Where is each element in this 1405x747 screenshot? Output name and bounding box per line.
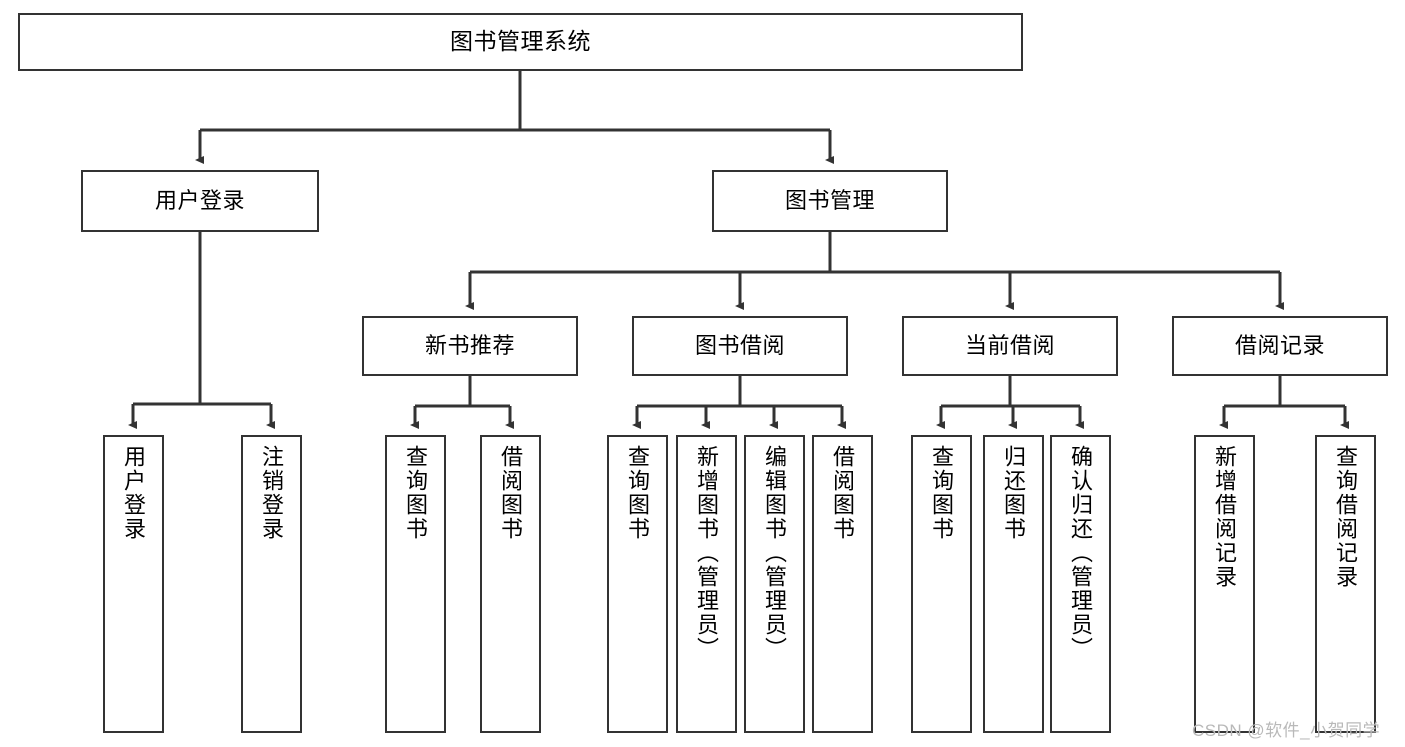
leaf-confirm-return[interactable]: 确认归还（管理员）	[1050, 435, 1111, 733]
leaf-return-book-label: 归还图书	[1001, 445, 1027, 541]
leaf-add-borrow-record[interactable]: 新增借阅记录	[1194, 435, 1255, 733]
node-user-login-label: 用户登录	[154, 188, 245, 214]
node-book-manage[interactable]: 图书管理	[712, 170, 948, 232]
leaf-logout[interactable]: 注销登录	[241, 435, 302, 733]
leaf-query-book-borrow-label: 查询图书	[625, 445, 651, 541]
leaf-borrow-book-recommend[interactable]: 借阅图书	[480, 435, 541, 733]
watermark: CSDN @软件_小贺同学	[1192, 721, 1381, 740]
leaf-edit-book[interactable]: 编辑图书（管理员）	[744, 435, 805, 733]
leaf-add-book[interactable]: 新增图书（管理员）	[676, 435, 737, 733]
leaf-add-borrow-record-label: 新增借阅记录	[1212, 445, 1238, 589]
leaf-user-login-label: 用户登录	[121, 445, 147, 541]
leaf-borrow-book[interactable]: 借阅图书	[812, 435, 873, 733]
node-root-label: 图书管理系统	[450, 28, 591, 55]
leaf-query-book-current-label: 查询图书	[929, 445, 955, 541]
node-root[interactable]: 图书管理系统	[18, 13, 1023, 71]
leaf-return-book[interactable]: 归还图书	[983, 435, 1044, 733]
node-book-borrow-label: 图书借阅	[694, 333, 785, 359]
leaf-borrow-book-label: 借阅图书	[830, 445, 856, 541]
node-new-book-recommend-label: 新书推荐	[424, 333, 515, 359]
leaf-user-login[interactable]: 用户登录	[103, 435, 164, 733]
node-new-book-recommend[interactable]: 新书推荐	[362, 316, 578, 376]
leaf-query-book-recommend-label: 查询图书	[403, 445, 429, 541]
leaf-add-book-label: 新增图书（管理员）	[694, 445, 720, 661]
leaf-confirm-return-label: 确认归还（管理员）	[1068, 445, 1094, 661]
leaf-query-borrow-record-label: 查询借阅记录	[1333, 445, 1359, 589]
leaf-query-book-current[interactable]: 查询图书	[911, 435, 972, 733]
node-book-manage-label: 图书管理	[784, 188, 875, 214]
leaf-query-book-borrow[interactable]: 查询图书	[607, 435, 668, 733]
leaf-query-book-recommend[interactable]: 查询图书	[385, 435, 446, 733]
node-book-borrow[interactable]: 图书借阅	[632, 316, 848, 376]
node-current-borrow-label: 当前借阅	[964, 333, 1055, 359]
node-borrow-record-label: 借阅记录	[1234, 333, 1325, 359]
node-user-login[interactable]: 用户登录	[81, 170, 319, 232]
leaf-query-borrow-record[interactable]: 查询借阅记录	[1315, 435, 1376, 733]
leaf-logout-label: 注销登录	[259, 445, 285, 541]
node-current-borrow[interactable]: 当前借阅	[902, 316, 1118, 376]
leaf-borrow-book-recommend-label: 借阅图书	[498, 445, 524, 541]
leaf-edit-book-label: 编辑图书（管理员）	[762, 445, 788, 661]
node-borrow-record[interactable]: 借阅记录	[1172, 316, 1388, 376]
